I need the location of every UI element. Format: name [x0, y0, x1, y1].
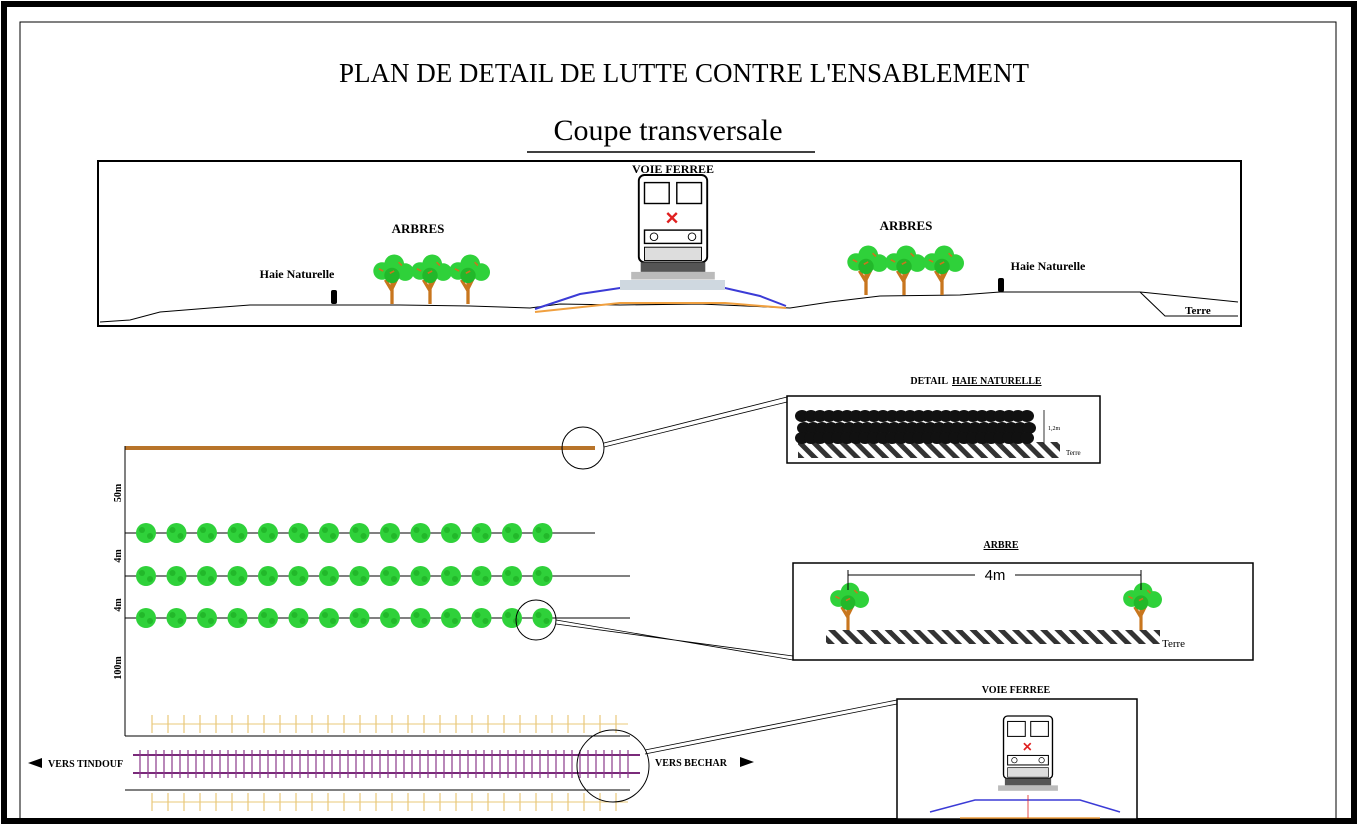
callout-circle-voie	[576, 729, 650, 803]
arbres-right-label: ARBRES	[880, 218, 933, 233]
plan-tree	[166, 566, 187, 586]
detail-locomotive	[997, 715, 1059, 792]
callout-circle-haie	[561, 426, 605, 470]
plan-tree	[227, 608, 248, 628]
detail-arbre-ground	[826, 630, 1160, 644]
plan-tree	[227, 566, 248, 586]
detail-haie-title-prefix: DETAIL	[910, 376, 948, 387]
plan-tree	[410, 566, 431, 586]
leader-voie	[644, 699, 898, 755]
drawing-subtitle: Coupe transversale	[553, 114, 782, 147]
plan-tree	[319, 608, 339, 628]
plan-tree	[319, 566, 339, 586]
plan-tree	[258, 523, 278, 543]
plan-tree	[380, 608, 400, 628]
dim-4m-a: 4m	[113, 549, 124, 563]
detail-haie: DETAIL HAIE NATURELLE 1,2m Terre	[786, 376, 1101, 464]
plan-tree	[502, 608, 522, 628]
plan-tree	[441, 608, 461, 628]
haie-left-post	[331, 290, 337, 304]
dim-50m: 50m	[113, 483, 124, 502]
plan-tree	[288, 608, 309, 628]
plan-tree	[197, 608, 217, 628]
plan-tree	[227, 523, 248, 543]
ground-profile-right	[1139, 291, 1239, 303]
vers-tindouf-label: VERS TINDOUF	[48, 759, 123, 770]
detail-ballast-blue	[929, 799, 1121, 813]
detail-haie-terre: Terre	[1066, 449, 1081, 457]
plan-tree	[319, 523, 339, 543]
plan-tree	[197, 523, 217, 543]
plan-tree	[380, 566, 400, 586]
detail-voie: VOIE FERREE	[896, 685, 1138, 820]
plan-tree	[136, 566, 156, 586]
plan-view: 50m 4m 4m 100m VERS TINDOUF VERS BECHAR	[28, 446, 754, 811]
arrow-right-icon	[740, 757, 754, 767]
inner-frame	[19, 21, 1337, 823]
detail-arbre-terre: Terre	[1162, 638, 1185, 650]
plan-tree	[349, 566, 370, 586]
hedge-blob	[1020, 410, 1034, 422]
hedge-dim: 1,2m	[1048, 426, 1061, 432]
locomotive	[630, 173, 716, 281]
plan-tree	[349, 608, 370, 628]
plan-tree	[349, 523, 370, 543]
plan-tree	[166, 608, 187, 628]
sleepers	[139, 715, 629, 811]
plan-tree	[258, 608, 278, 628]
terre-label: Terre	[1185, 305, 1211, 317]
plan-tree	[532, 523, 553, 543]
haie-right-label: Haie Naturelle	[1011, 259, 1086, 273]
track-bed	[620, 280, 725, 290]
plan-tree	[288, 523, 309, 543]
plan-tree	[532, 566, 553, 586]
plan-tree	[441, 566, 461, 586]
drawing-title: PLAN DE DETAIL DE LUTTE CONTRE L'ENSABLE…	[339, 58, 1030, 88]
detail-arbre-title: ARBRE	[983, 540, 1018, 551]
plan-tree	[471, 566, 492, 586]
leader-arbre	[555, 619, 794, 661]
hedge-blob	[1022, 422, 1036, 434]
plan-tree	[532, 608, 553, 628]
hedge-mass	[795, 410, 1036, 444]
plan-tree	[258, 566, 278, 586]
haie-left-label: Haie Naturelle	[260, 267, 335, 281]
cross-section: VOIE FERREE ARBRES ARBRES Haie Naturelle…	[97, 160, 1242, 327]
plan-tree	[136, 608, 156, 628]
arbres-left-label: ARBRES	[392, 221, 445, 236]
spacing-label: 4m	[985, 567, 1006, 584]
plan-tree	[441, 523, 461, 543]
detail-arbre: ARBRE 4m Terre	[792, 540, 1254, 661]
plan-tree	[471, 523, 492, 543]
detail-haie-ground	[798, 442, 1060, 458]
voie-ferree-label: VOIE FERREE	[632, 162, 714, 176]
plan-tree	[502, 566, 522, 586]
leader-haie	[603, 396, 788, 448]
plan-tree	[502, 523, 522, 543]
plan-tree	[380, 523, 400, 543]
detail-voie-title: VOIE FERREE	[982, 685, 1051, 696]
haie-right-post	[998, 278, 1004, 292]
vers-bechar-label: VERS BECHAR	[655, 758, 728, 769]
hedge-blob	[1020, 432, 1034, 444]
ground-profile	[99, 291, 1238, 323]
ballast-orange	[534, 302, 787, 313]
plan-tree	[471, 608, 492, 628]
plan-tree	[410, 523, 431, 543]
plan-tree	[288, 566, 309, 586]
track-plan	[125, 715, 640, 811]
dim-4m-b: 4m	[113, 598, 124, 612]
spacing-label-bg	[975, 566, 1015, 582]
dim-100m: 100m	[113, 656, 124, 680]
arrow-left-icon	[28, 758, 42, 768]
plan-tree	[166, 523, 187, 543]
plan-tree	[136, 523, 156, 543]
plan-tree	[410, 608, 431, 628]
detail-haie-title: HAIE NATURELLE	[952, 376, 1042, 387]
plan-tree	[197, 566, 217, 586]
